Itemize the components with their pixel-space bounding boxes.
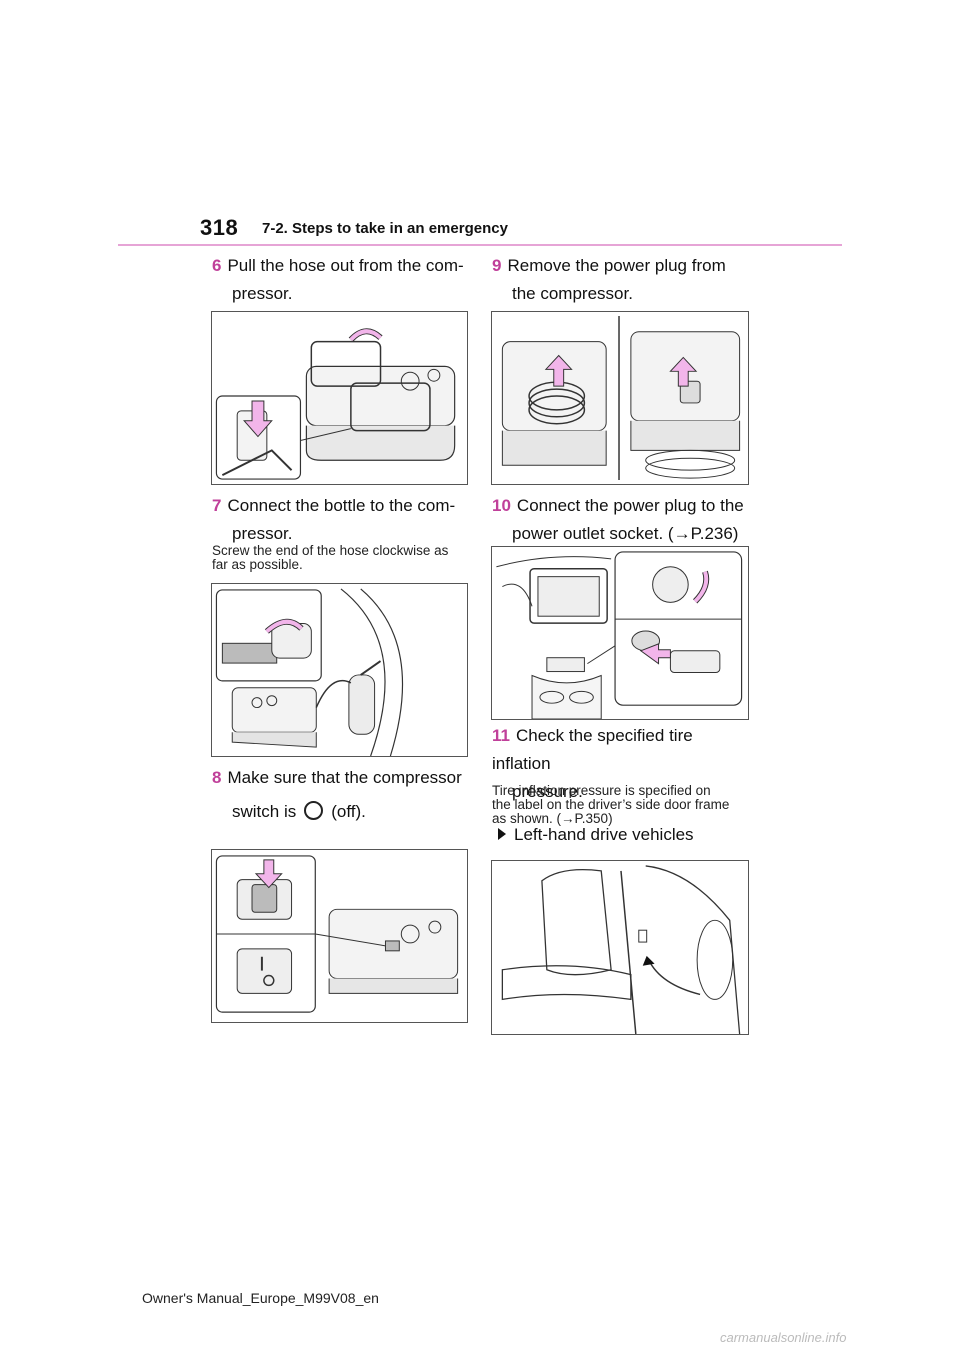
watermark: carmanualsonline.info	[720, 1330, 847, 1345]
note-line: far as possible.	[212, 557, 303, 572]
figure-switch-off	[211, 849, 468, 1023]
header-rule	[118, 244, 842, 246]
step-text: Connect the power plug to the	[516, 496, 744, 515]
step-9: 9 Remove the power plug from the compress…	[492, 252, 754, 308]
note-line: the label on the driver’s side door fram…	[492, 797, 730, 812]
step-8: 8 Make sure that the compressor	[212, 764, 474, 792]
figure-door-frame-label	[491, 860, 749, 1035]
door-frame-illustration	[501, 865, 741, 1034]
step-text-cont: pressure.	[512, 782, 583, 801]
section-title: 7-2. Steps to take in an emergency	[262, 220, 508, 237]
step-7: 7 Connect the bottle to the com- pressor.	[212, 492, 474, 548]
bullet-item: Left-hand drive vehicles	[498, 821, 754, 849]
step-text: Make sure that the compressor	[227, 768, 462, 787]
note-line: as shown. (→P.350)	[492, 811, 613, 826]
step-text: (off).	[331, 802, 366, 821]
step-text: switch is	[232, 802, 297, 821]
step-8-cont: switch is (off).	[232, 798, 474, 826]
compressor-hose-illustration	[215, 328, 456, 480]
step-text-cont: pressor.	[232, 284, 293, 303]
page-number: 318	[200, 215, 239, 240]
compressor-switch-illustration	[215, 855, 459, 1013]
figure-power-outlet	[491, 546, 749, 720]
power-plug-removal-illustration	[501, 315, 741, 481]
note-line: Screw the end of the hose clockwise as	[212, 543, 449, 558]
figure-connect-bottle	[211, 583, 468, 757]
note-line: Tire inflation pressure is specified on	[492, 783, 711, 798]
step-number: 7	[212, 496, 222, 515]
step-text: Pull the hose out from the com-	[227, 256, 464, 275]
step-text-cont: power outlet socket. (→P.236)	[512, 524, 739, 543]
figure-remove-plug	[491, 311, 749, 485]
step-number: 6	[212, 256, 222, 275]
step-7-note: Screw the end of the hose clockwise as f…	[212, 544, 474, 572]
step-text-cont: pressor.	[232, 524, 293, 543]
step-number: 8	[212, 768, 222, 787]
step-text: Check the specified tire inflation	[492, 726, 693, 773]
triangle-bullet-icon	[498, 828, 506, 840]
off-symbol-icon	[304, 801, 324, 820]
step-text: Connect the bottle to the com-	[227, 496, 456, 515]
step-6: 6 Pull the hose out from the com- pressor…	[212, 252, 474, 308]
bullet-text: Left-hand drive vehicles	[514, 825, 694, 844]
step-number: 10	[492, 496, 511, 515]
step-11-note: Tire inflation pressure is specified on …	[492, 784, 754, 826]
step-number: 11	[492, 726, 510, 745]
step-text: Remove the power plug from	[507, 256, 726, 275]
bottle-connection-illustration	[215, 588, 404, 756]
footer-manual-id: Owner's Manual_Europe_M99V08_en	[142, 1290, 379, 1306]
step-10: 10 Connect the power plug to the power ou…	[492, 492, 754, 548]
step-number: 9	[492, 256, 502, 275]
power-outlet-illustration	[496, 551, 743, 719]
figure-pull-hose	[211, 311, 468, 485]
step-text-cont: the compressor.	[512, 284, 633, 303]
